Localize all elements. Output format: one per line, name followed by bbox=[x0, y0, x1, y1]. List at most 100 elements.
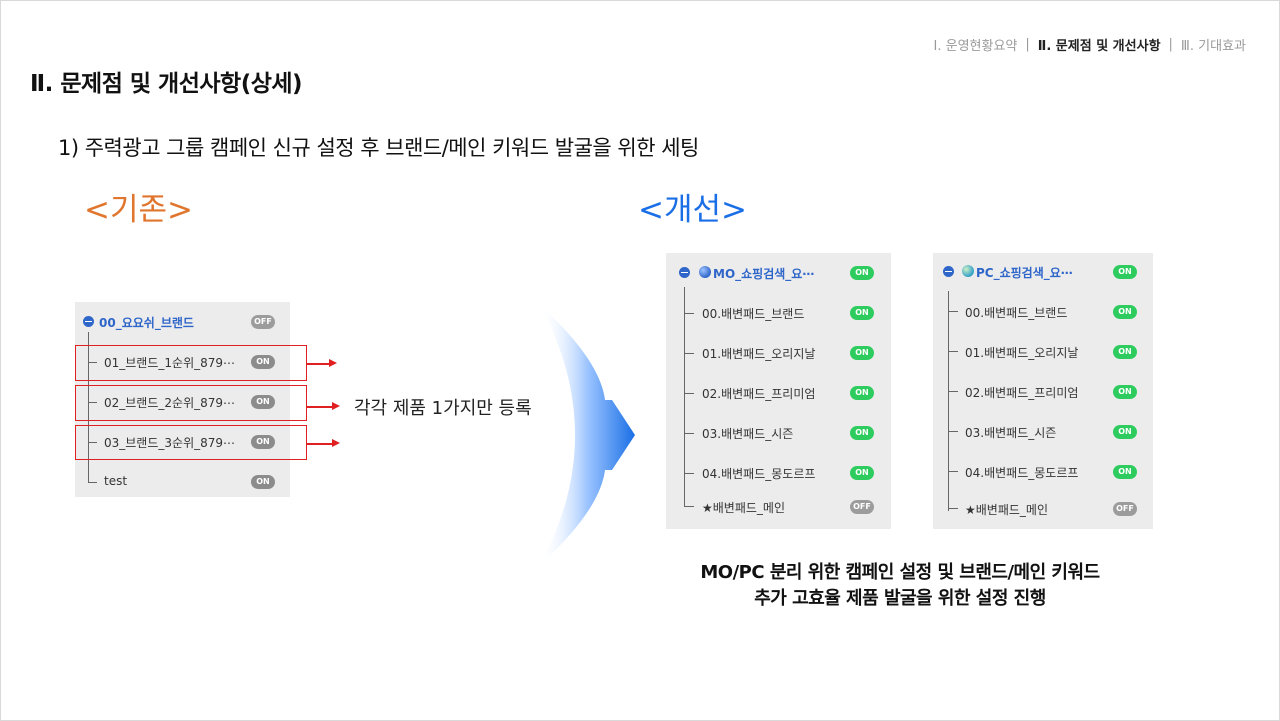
adgroup-row[interactable]: 01.배변패드_오리지날 ON bbox=[933, 332, 1153, 372]
toggle-switch[interactable]: ON bbox=[1113, 385, 1137, 399]
mo-campaign-header[interactable]: MO_쇼핑검색_요⋯ ON bbox=[666, 253, 891, 293]
adgroup-name: 04.배변패드_몽도르프 bbox=[965, 466, 1079, 480]
arrow-right-icon bbox=[307, 406, 332, 408]
adgroup-row[interactable]: 04.배변패드_몽도르프 ON bbox=[666, 453, 891, 493]
adgroup-name: 02.배변패드_프리미엄 bbox=[702, 387, 816, 401]
toggle-switch[interactable]: OFF bbox=[251, 315, 275, 329]
summary-line-1: MO/PC 분리 위한 캠페인 설정 및 브랜드/메인 키워드 bbox=[700, 562, 1100, 583]
adgroup-name: 01.배변패드_오리지날 bbox=[965, 346, 1079, 360]
tree-branch bbox=[948, 431, 958, 432]
tree-branch bbox=[684, 313, 694, 314]
before-campaign-panel: 00_요요쉬_브랜드 OFF 01_브랜드_1순위_879⋯ ON 02_브랜드… bbox=[75, 302, 290, 497]
toggle-switch[interactable]: ON bbox=[1113, 265, 1137, 279]
tree-branch bbox=[684, 433, 694, 434]
adgroup-row[interactable]: 01_브랜드_1순위_879⋯ ON bbox=[75, 342, 290, 382]
tree-branch bbox=[948, 311, 958, 312]
adgroup-name: 03.배변패드_시즌 bbox=[965, 426, 1057, 440]
adgroup-row[interactable]: ★배변패드_메인 OFF bbox=[933, 489, 1153, 529]
tree-branch bbox=[948, 508, 958, 509]
nav-item-issues[interactable]: Ⅱ. 문제점 및 개선사항 bbox=[1037, 39, 1161, 54]
tree-branch bbox=[948, 351, 958, 352]
adgroup-row[interactable]: 01.배변패드_오리지날 ON bbox=[666, 333, 891, 373]
toggle-switch[interactable]: ON bbox=[850, 266, 874, 280]
adgroup-row[interactable]: 02.배변패드_프리미엄 ON bbox=[933, 372, 1153, 412]
before-campaign-header[interactable]: 00_요요쉬_브랜드 OFF bbox=[75, 302, 290, 342]
campaign-name: MO_쇼핑검색_요⋯ bbox=[713, 267, 815, 281]
tree-branch bbox=[684, 506, 694, 507]
highlight-box bbox=[75, 345, 307, 381]
arrow-right-icon bbox=[307, 443, 332, 445]
tree-line bbox=[88, 332, 89, 482]
tree-branch bbox=[948, 471, 958, 472]
summary-text: MO/PC 분리 위한 캠페인 설정 및 브랜드/메인 키워드 추가 고효율 제… bbox=[640, 560, 1160, 612]
globe-icon bbox=[699, 266, 711, 278]
big-gradient-arrow bbox=[540, 305, 635, 565]
toggle-switch[interactable]: ON bbox=[850, 306, 874, 320]
adgroup-row[interactable]: 04.배변패드_몽도르프 ON bbox=[933, 452, 1153, 492]
adgroup-row[interactable]: 00.배변패드_브랜드 ON bbox=[933, 292, 1153, 332]
toggle-switch[interactable]: ON bbox=[850, 386, 874, 400]
toggle-switch[interactable]: ON bbox=[1113, 345, 1137, 359]
arrow-right-icon bbox=[307, 363, 329, 365]
highlight-box bbox=[75, 425, 307, 460]
pc-campaign-header[interactable]: PC_쇼핑검색_요⋯ ON bbox=[933, 253, 1153, 293]
toggle-switch[interactable]: ON bbox=[1113, 465, 1137, 479]
tree-branch bbox=[684, 393, 694, 394]
arrow-right-icon bbox=[332, 439, 340, 447]
adgroup-row[interactable]: ★배변패드_메인 OFF bbox=[666, 493, 891, 533]
tree-line bbox=[684, 287, 685, 507]
toggle-switch[interactable]: ON bbox=[251, 395, 275, 409]
toggle-switch[interactable]: ON bbox=[251, 475, 275, 489]
nav-item-effects[interactable]: Ⅲ. 기대효과 bbox=[1180, 39, 1246, 54]
highlight-box bbox=[75, 385, 307, 421]
page-title: Ⅱ. 문제점 및 개선사항(상세) bbox=[30, 71, 303, 97]
toggle-switch[interactable]: ON bbox=[850, 466, 874, 480]
globe-icon bbox=[962, 265, 974, 277]
nav-item-summary[interactable]: Ⅰ. 운영현황요약 bbox=[933, 39, 1018, 54]
adgroup-name: 03_브랜드_3순위_879⋯ bbox=[104, 436, 236, 450]
tree-branch bbox=[88, 402, 97, 403]
section-nav: Ⅰ. 운영현황요약 | Ⅱ. 문제점 및 개선사항 | Ⅲ. 기대효과 bbox=[934, 35, 1246, 54]
adgroup-row[interactable]: 02.배변패드_프리미엄 ON bbox=[666, 373, 891, 413]
tree-branch bbox=[88, 482, 97, 483]
toggle-switch[interactable]: ON bbox=[251, 435, 275, 449]
toggle-switch[interactable]: ON bbox=[850, 426, 874, 440]
adgroup-name: ★배변패드_메인 bbox=[702, 501, 785, 515]
tree-line bbox=[948, 291, 949, 511]
toggle-switch[interactable]: OFF bbox=[850, 500, 874, 514]
nav-separator: | bbox=[1025, 37, 1030, 52]
campaign-name: 00_요요쉬_브랜드 bbox=[99, 316, 194, 330]
arrow-right-icon bbox=[329, 359, 337, 367]
adgroup-row[interactable]: 02_브랜드_2순위_879⋯ ON bbox=[75, 382, 290, 422]
tree-branch bbox=[88, 442, 97, 443]
campaign-name: PC_쇼핑검색_요⋯ bbox=[976, 266, 1073, 280]
adgroup-name: 00.배변패드_브랜드 bbox=[965, 306, 1068, 320]
adgroup-row[interactable]: 00.배변패드_브랜드 ON bbox=[666, 293, 891, 333]
adgroup-name: 03.배변패드_시즌 bbox=[702, 427, 794, 441]
toggle-switch[interactable]: OFF bbox=[1113, 502, 1137, 516]
toggle-switch[interactable]: ON bbox=[850, 346, 874, 360]
summary-line-2: 추가 고효율 제품 발굴을 위한 설정 진행 bbox=[754, 588, 1046, 609]
adgroup-row[interactable]: 03_브랜드_3순위_879⋯ ON bbox=[75, 422, 290, 462]
adgroup-name: 01_브랜드_1순위_879⋯ bbox=[104, 356, 236, 370]
toggle-switch[interactable]: ON bbox=[1113, 305, 1137, 319]
tree-branch bbox=[684, 353, 694, 354]
pc-campaign-panel: PC_쇼핑검색_요⋯ ON 00.배변패드_브랜드 ON 01.배변패드_오리지… bbox=[933, 253, 1153, 529]
adgroup-name: 01.배변패드_오리지날 bbox=[702, 347, 816, 361]
subtitle: 1) 주력광고 그룹 캠페인 신규 설정 후 브랜드/메인 키워드 발굴을 위한… bbox=[58, 136, 699, 160]
tree-branch bbox=[948, 391, 958, 392]
nav-separator: | bbox=[1168, 37, 1173, 52]
adgroup-name: 02.배변패드_프리미엄 bbox=[965, 386, 1079, 400]
toggle-switch[interactable]: ON bbox=[1113, 425, 1137, 439]
collapse-minus-icon[interactable] bbox=[943, 266, 954, 277]
toggle-switch[interactable]: ON bbox=[251, 355, 275, 369]
collapse-minus-icon[interactable] bbox=[679, 267, 690, 278]
adgroup-row[interactable]: 03.배변패드_시즌 ON bbox=[933, 412, 1153, 452]
adgroup-name: 02_브랜드_2순위_879⋯ bbox=[104, 396, 236, 410]
tree-branch bbox=[88, 362, 97, 363]
adgroup-name: ★배변패드_메인 bbox=[965, 503, 1048, 517]
adgroup-row[interactable]: 03.배변패드_시즌 ON bbox=[666, 413, 891, 453]
adgroup-row[interactable]: test ON bbox=[75, 462, 290, 502]
arrow-right-icon bbox=[332, 402, 340, 410]
collapse-minus-icon[interactable] bbox=[83, 316, 94, 327]
